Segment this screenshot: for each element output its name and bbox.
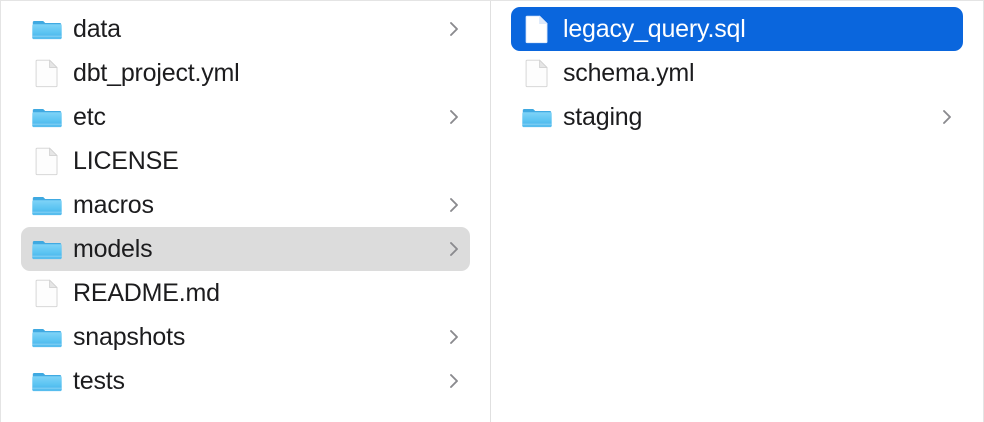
chevron-right-icon[interactable] xyxy=(448,371,460,391)
folder-icon xyxy=(32,190,62,220)
item-label: macros xyxy=(73,191,154,219)
document-icon xyxy=(522,14,552,44)
folder-icon xyxy=(522,102,552,132)
column-child-rows: legacy_query.sql schema.yml staging xyxy=(491,7,983,139)
document-icon xyxy=(32,278,62,308)
file-row[interactable]: legacy_query.sql xyxy=(511,7,963,51)
item-label: data xyxy=(73,15,121,43)
item-label: etc xyxy=(73,103,106,131)
folder-icon xyxy=(32,322,62,352)
file-row[interactable]: README.md xyxy=(21,271,470,315)
item-label: legacy_query.sql xyxy=(563,15,746,43)
chevron-right-icon[interactable] xyxy=(448,19,460,39)
file-row[interactable]: LICENSE xyxy=(21,139,470,183)
chevron-right-icon[interactable] xyxy=(448,239,460,259)
document-icon xyxy=(32,146,62,176)
chevron-right-icon[interactable] xyxy=(448,327,460,347)
item-label: LICENSE xyxy=(73,147,179,175)
folder-row[interactable]: data xyxy=(21,7,470,51)
folder-row[interactable]: staging xyxy=(511,95,963,139)
folder-row[interactable]: macros xyxy=(21,183,470,227)
item-label: schema.yml xyxy=(563,59,695,87)
folder-row[interactable]: snapshots xyxy=(21,315,470,359)
folder-row[interactable]: models xyxy=(21,227,470,271)
item-label: snapshots xyxy=(73,323,186,351)
document-icon xyxy=(32,58,62,88)
folder-icon xyxy=(32,14,62,44)
chevron-right-icon[interactable] xyxy=(448,107,460,127)
item-label: models xyxy=(73,235,153,263)
document-icon xyxy=(522,58,552,88)
column-child[interactable]: legacy_query.sql schema.yml staging xyxy=(491,1,983,422)
chevron-right-icon[interactable] xyxy=(448,195,460,215)
item-label: dbt_project.yml xyxy=(73,59,240,87)
item-label: staging xyxy=(563,103,643,131)
file-row[interactable]: dbt_project.yml xyxy=(21,51,470,95)
item-label: tests xyxy=(73,367,125,395)
item-label: README.md xyxy=(73,279,220,307)
folder-row[interactable]: tests xyxy=(21,359,470,403)
file-row[interactable]: schema.yml xyxy=(511,51,963,95)
folder-icon xyxy=(32,102,62,132)
chevron-right-icon[interactable] xyxy=(941,107,953,127)
folder-row[interactable]: etc xyxy=(21,95,470,139)
folder-icon xyxy=(32,234,62,264)
folder-icon xyxy=(32,366,62,396)
